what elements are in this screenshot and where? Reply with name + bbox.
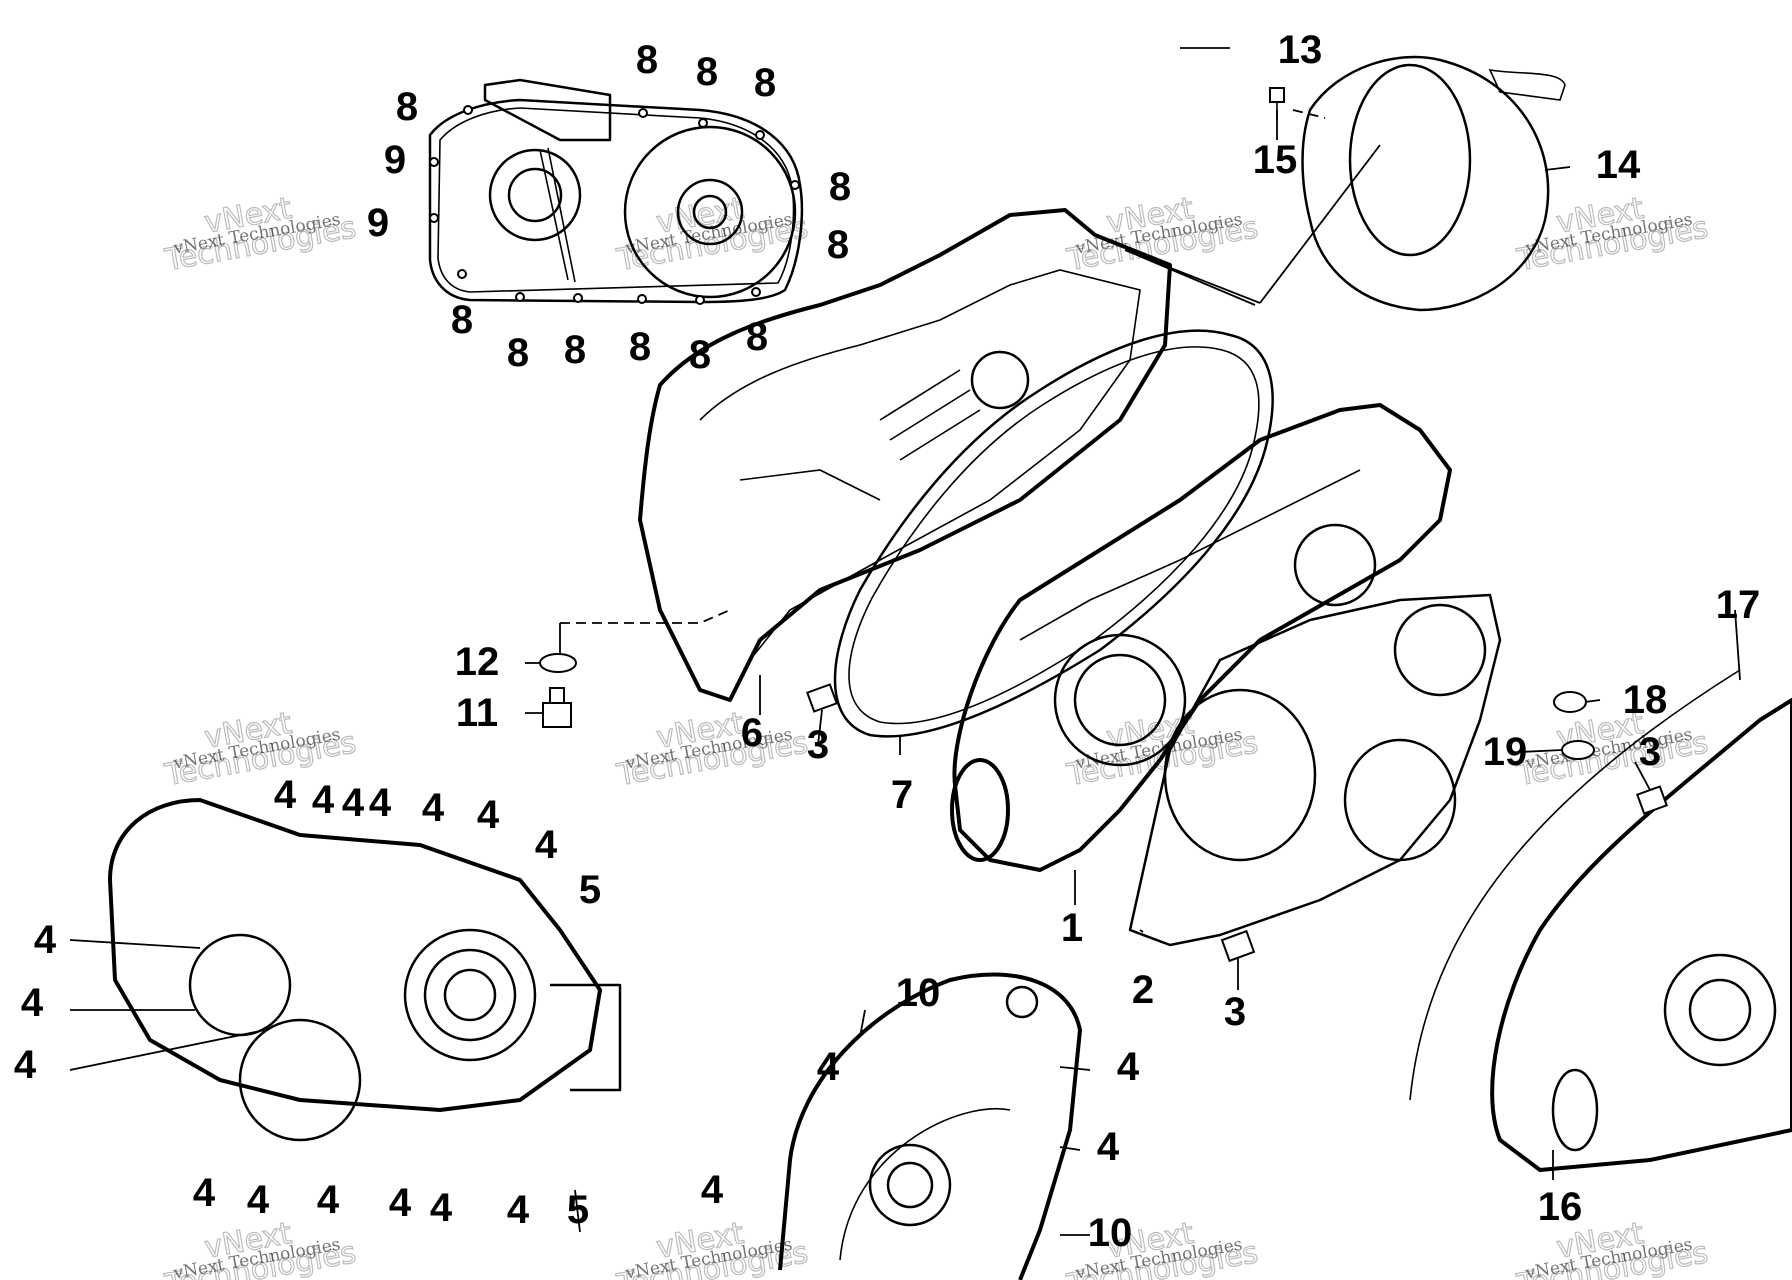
callout-4: 4 [34,918,57,962]
callout-2: 2 [1132,968,1154,1012]
callout-4: 4 [535,823,558,867]
callout-4: 4 [369,781,392,825]
callout-8: 8 [689,333,711,377]
callout-6: 6 [741,711,763,755]
callout-4: 4 [21,981,44,1025]
callout-8: 8 [827,223,849,267]
stator-cover [778,972,1082,1280]
clutch-housing [560,208,1172,702]
callout-3: 3 [1224,990,1246,1034]
callout-8: 8 [629,325,651,369]
callout-4: 4 [389,1181,412,1225]
right-cover [1409,669,1792,1172]
callout-9: 9 [367,201,389,245]
callout-18: 18 [1623,678,1668,722]
callout-5: 5 [579,868,601,912]
callout-11: 11 [456,691,498,735]
callout-8: 8 [451,298,473,342]
callout-3: 3 [807,723,829,767]
crankcase-gasket [1128,593,1502,947]
callout-8: 8 [746,315,768,359]
callout-8: 8 [507,331,529,375]
callout-3: 3 [1639,730,1661,774]
callout-4: 4 [477,793,500,837]
callout-4: 4 [317,1178,340,1222]
callout-8: 8 [696,50,718,94]
callout-16: 16 [1538,1185,1583,1229]
callout-7: 7 [891,773,913,817]
callout-4: 4 [1117,1045,1140,1089]
callout-4: 4 [1097,1125,1120,1169]
side-cover [108,798,622,1142]
callout-8: 8 [564,328,586,372]
callout-labels: 1 2 3 3 3 3 4 4 4 4 4 4 4 4 4 4 4 4 4 4 … [14,28,1760,1255]
callout-8: 8 [754,61,776,105]
small-parts [539,623,1668,963]
outer-cover-gasket [428,78,804,305]
callout-10: 10 [896,971,941,1015]
callout-4: 4 [247,1178,270,1222]
callout-14: 14 [1596,143,1641,187]
callout-8: 8 [636,38,658,82]
callout-8: 8 [396,85,418,129]
callout-13: 13 [1278,28,1323,72]
callout-leaders [69,47,1741,1236]
callout-4: 4 [193,1171,216,1215]
callout-4: 4 [430,1186,453,1230]
callout-4: 4 [701,1168,724,1212]
callout-4: 4 [312,778,335,822]
callout-17: 17 [1716,583,1761,627]
callout-10: 10 [1088,1211,1133,1255]
callout-8: 8 [829,165,851,209]
callout-4: 4 [342,781,365,825]
cover-plate [1124,55,1566,312]
callout-12: 12 [455,640,500,684]
crankcase [950,403,1452,872]
callout-15: 15 [1253,138,1298,182]
callout-4: 4 [817,1045,840,1089]
callout-4: 4 [507,1188,530,1232]
callout-1: 1 [1061,906,1083,950]
callout-4: 4 [14,1043,37,1087]
callout-5: 5 [567,1188,589,1232]
callout-4: 4 [274,773,297,817]
callout-9: 9 [384,138,406,182]
housing-gasket [833,329,1274,738]
callout-19: 19 [1483,730,1528,774]
callout-4: 4 [422,786,445,830]
